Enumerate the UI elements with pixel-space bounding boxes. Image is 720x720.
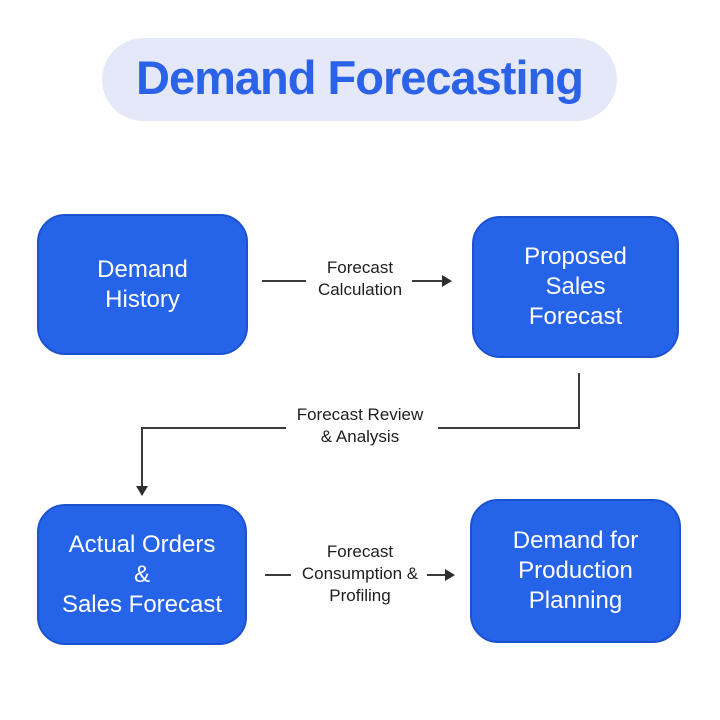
edge-label-forecast-consumption-profiling: Forecast Consumption & Profiling <box>301 542 419 605</box>
connector-line <box>262 280 306 282</box>
node-label-line: & <box>133 560 150 588</box>
connector-line <box>427 574 446 576</box>
connector-line <box>412 280 443 282</box>
node-label-line: Forecast <box>528 303 623 330</box>
node-label-line: Proposed <box>524 243 627 270</box>
arrow-down-icon <box>136 486 148 496</box>
node-label-line: Demand <box>97 255 188 283</box>
node-label-line: Sales Forecast <box>61 590 223 618</box>
node-label-line: Production <box>518 557 633 584</box>
connector-line <box>578 373 580 428</box>
page-title: Demand Forecasting <box>136 51 584 104</box>
connector-line <box>265 574 291 576</box>
node-label-line: Sales <box>545 273 606 300</box>
connector-line <box>141 427 143 487</box>
connector-line <box>438 427 580 429</box>
connector-line <box>141 427 286 429</box>
node-label-line: Demand for <box>512 527 639 554</box>
edge-label-forecast-calculation: Forecast Calculation <box>317 258 403 299</box>
node-label-line: Planning <box>528 587 623 614</box>
node-label-line: Actual Orders <box>68 530 216 558</box>
edge-label-forecast-review-analysis: Forecast Review & Analysis <box>296 405 424 446</box>
arrow-right-icon <box>442 275 452 287</box>
node-actual-orders-sales-forecast: Actual Orders & Sales Forecast <box>37 504 247 645</box>
node-demand-for-production-planning: Demand for Production Planning <box>470 499 681 643</box>
arrow-right-icon <box>445 569 455 581</box>
node-demand-history: Demand History <box>37 214 248 355</box>
node-label-line: History <box>105 285 180 313</box>
node-proposed-sales-forecast: Proposed Sales Forecast <box>472 216 679 358</box>
title-pill: Demand Forecasting <box>102 38 617 121</box>
